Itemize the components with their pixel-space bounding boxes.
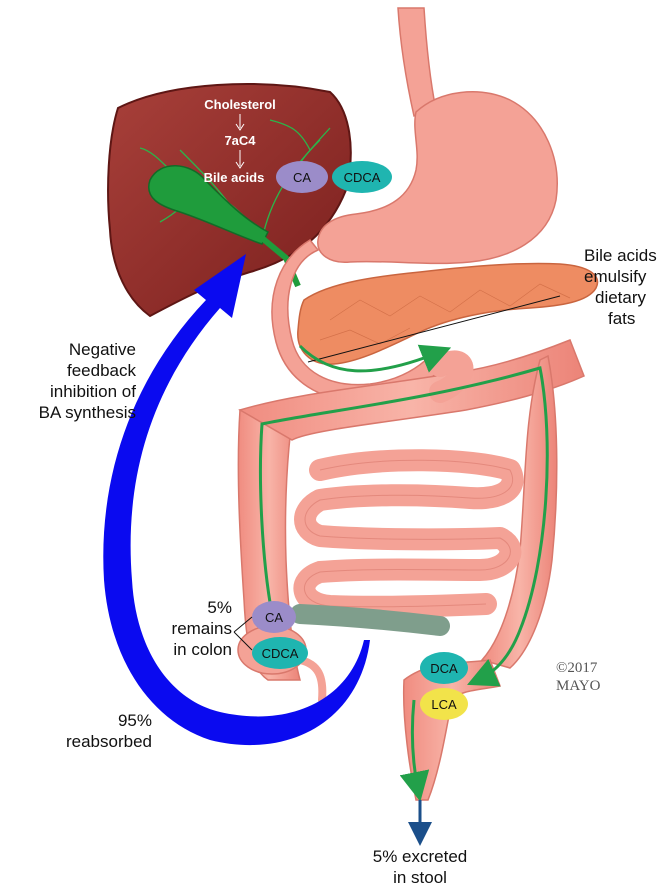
cholesterol-label: Cholesterol (204, 97, 276, 112)
feedback-line-3: inhibition of (50, 382, 136, 401)
feedback-line-2: feedback (67, 361, 136, 380)
remains-line-2: remains (172, 619, 232, 638)
colon-ca-label: CA (265, 610, 283, 625)
remains-line-3: in colon (173, 640, 232, 659)
rectum-dca-label: DCA (430, 661, 458, 676)
emulsify-line-3: dietary (595, 288, 647, 307)
excreted-label: 5% excreted in stool (373, 847, 468, 887)
feedback-line-4: BA synthesis (39, 403, 136, 422)
reabsorbed-label: 95% reabsorbed (66, 711, 152, 751)
copyright-year: ©2017 (556, 660, 598, 676)
emulsify-line-4: fats (608, 309, 635, 328)
reabsorbed-line-2: reabsorbed (66, 732, 152, 751)
appendix (300, 660, 322, 700)
esophagus (398, 8, 436, 116)
colon-cdca-label: CDCA (262, 646, 299, 661)
copyright-owner: MAYO (556, 678, 601, 694)
liver-cdca-label: CDCA (344, 170, 381, 185)
bile-acids-liver-label: Bile acids (204, 170, 265, 185)
excreted-line-2: in stool (393, 868, 447, 887)
colon-remains-label: 5% remains in colon (172, 598, 232, 659)
feedback-label: Negative feedback inhibition of BA synth… (39, 340, 137, 422)
liver-ca-label: CA (293, 170, 311, 185)
rectum-lca-label: LCA (431, 697, 457, 712)
excreted-line-1: 5% excreted (373, 847, 468, 866)
feedback-line-1: Negative (69, 340, 136, 359)
terminal-ileum (300, 614, 440, 626)
copyright-mark: ©2017 MAYO (556, 660, 601, 694)
intermediate-7ac4-label: 7aC4 (224, 133, 256, 148)
reabsorbed-line-1: 95% (118, 711, 152, 730)
emulsify-line-2: emulsify (584, 267, 647, 286)
emulsify-line-1: Bile acids (584, 246, 657, 265)
remains-line-1: 5% (207, 598, 232, 617)
